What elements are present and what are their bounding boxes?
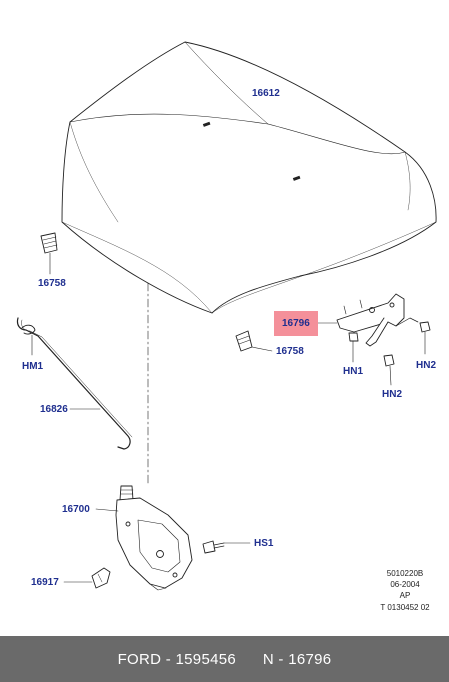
callout-release-16917: 16917	[31, 577, 59, 588]
bolt-hn2-lower-part	[383, 354, 395, 386]
bumper-left-part	[40, 232, 58, 275]
footer-brand-part: FORD - 1595456	[117, 650, 237, 668]
nut-hn1-part	[348, 332, 359, 363]
prop-rod-part	[16, 317, 133, 450]
hinge-part	[317, 293, 419, 347]
release-16917-part	[63, 567, 111, 589]
callout-bolt-hn2-right: HN2	[416, 360, 437, 371]
callout-bolt-hn2-lower: HN2	[382, 389, 403, 400]
parts-diagram	[16, 41, 437, 591]
callout-bumper-left: 16758	[38, 278, 66, 289]
bolt-hn2-right-part	[419, 321, 431, 355]
callout-clip-hm1: HM1	[22, 361, 44, 372]
footer-bar: FORD - 1595456 N - 16796	[0, 636, 449, 682]
ref-code: 5010220B	[386, 569, 424, 578]
callout-hinge: 16796	[282, 318, 310, 329]
footer-oem: N - 16796	[262, 650, 332, 668]
hood-panel	[61, 41, 437, 314]
callout-latch: 16700	[62, 504, 90, 515]
footer-gap	[236, 651, 263, 668]
bumper-right-part	[235, 330, 273, 352]
callout-hood: 16612	[252, 88, 280, 99]
callout-nut-hn1: HN1	[343, 366, 364, 377]
ref-date: 06-2004	[390, 580, 420, 589]
ref-region: AP	[399, 591, 411, 600]
callout-bumper-right: 16758	[276, 346, 304, 357]
callout-prop-rod: 16826	[40, 404, 68, 415]
callout-screw-hs1: HS1	[254, 538, 274, 549]
ref-doc: T 0130452 02	[380, 603, 430, 612]
highlight-box-16796	[274, 311, 318, 336]
latch-part	[95, 485, 193, 591]
screw-hs1-part	[202, 540, 251, 554]
